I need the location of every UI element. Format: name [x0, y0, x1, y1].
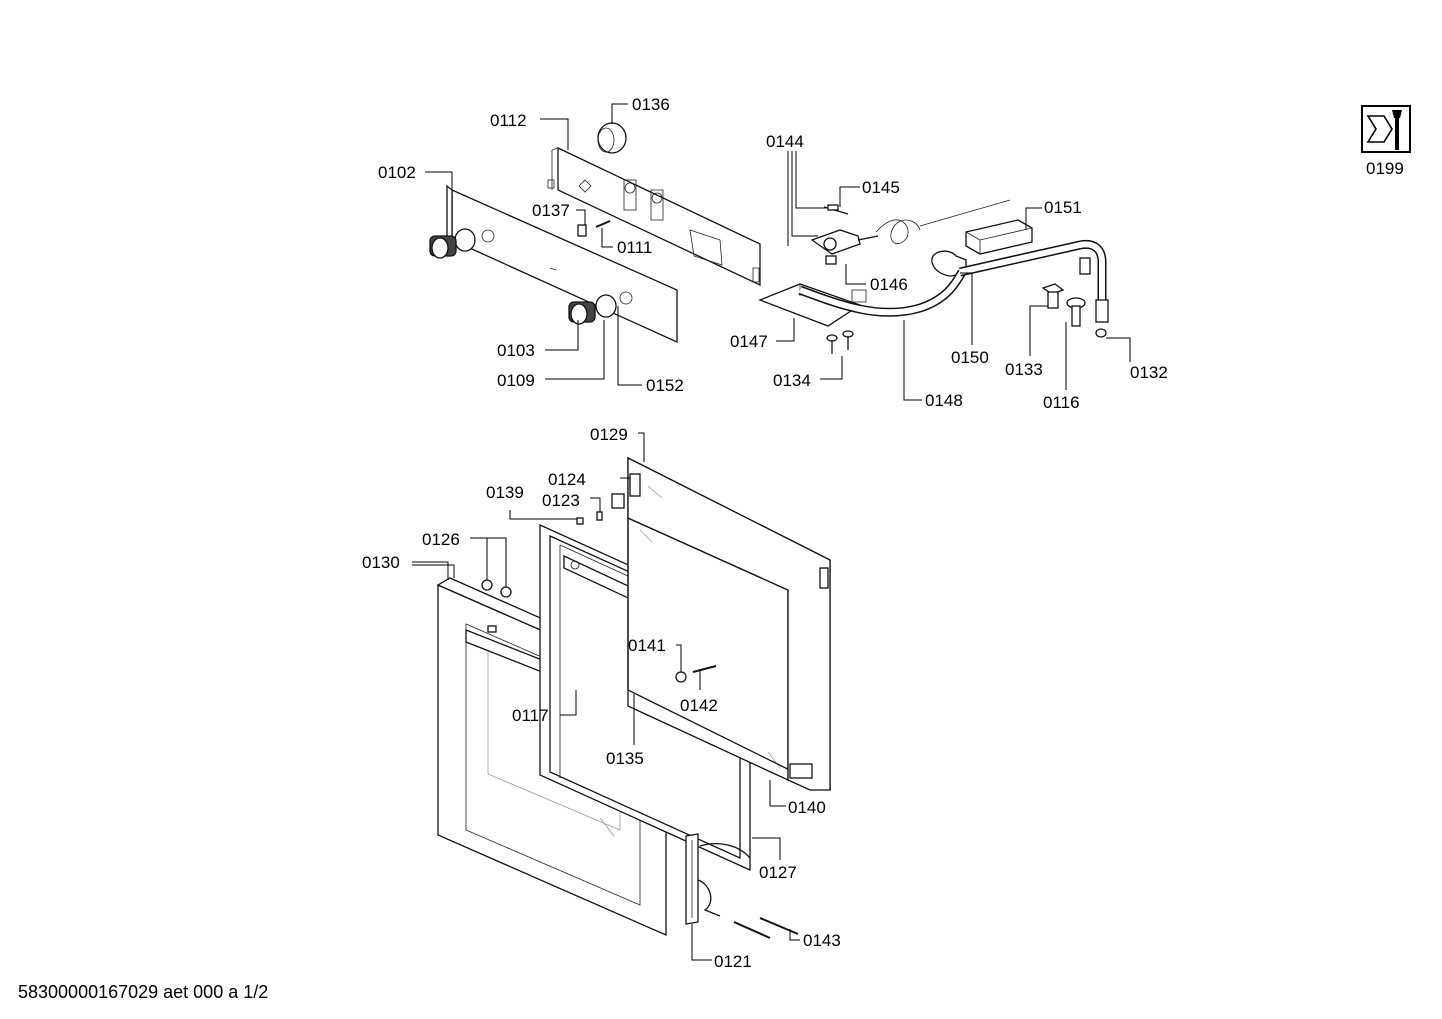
panel-frame-0112	[547, 146, 761, 287]
label-0150: 0150	[951, 348, 989, 367]
label-0152: 0152	[646, 376, 684, 395]
label-0116: 0116	[1043, 393, 1080, 412]
valve-0144	[810, 199, 1011, 255]
label-0139: 0139	[486, 483, 524, 502]
service-kit-icon	[1361, 105, 1411, 153]
screw-0142	[692, 665, 717, 673]
label-0136: 0136	[632, 95, 670, 114]
label-0109: 0109	[497, 371, 535, 390]
clip-0137	[577, 224, 587, 237]
document-footer: 58300000167029 aet 000 a 1/2	[18, 982, 268, 1002]
label-0147: 0147	[730, 332, 768, 351]
leader-lines	[412, 103, 1131, 961]
label-0112: 0112	[490, 111, 527, 130]
label-0133: 0133	[1005, 360, 1043, 379]
label-0126: 0126	[422, 530, 460, 549]
label-0199: 0199	[1366, 159, 1404, 178]
label-0137: 0137	[532, 201, 570, 220]
label-0127: 0127	[759, 863, 797, 882]
label-0124: 0124	[548, 470, 586, 489]
label-0129: 0129	[590, 425, 628, 444]
seal-0132	[1095, 328, 1107, 338]
label-0121: 0121	[714, 952, 752, 971]
label-0132: 0132	[1130, 363, 1168, 382]
nut-0141	[675, 671, 687, 683]
nozzle-0116	[1066, 297, 1086, 327]
screw-0123	[596, 511, 603, 521]
label-0111: 0111	[617, 238, 652, 257]
screw-0111	[595, 220, 611, 228]
clip-0124	[611, 493, 625, 509]
screw-0134-a	[826, 334, 838, 354]
label-0144: 0144	[766, 132, 804, 151]
label-0102: 0102	[378, 163, 416, 182]
nozzle-0133	[1041, 283, 1065, 309]
label-0145: 0145	[862, 178, 900, 197]
clamp-0150	[931, 250, 967, 277]
label-0146: 0146	[870, 275, 908, 294]
label-0130: 0130	[362, 553, 400, 572]
hinge-pin-0143	[733, 917, 799, 939]
knob-0136	[597, 122, 627, 154]
clip-0146	[825, 255, 837, 265]
label-0135: 0135	[606, 749, 644, 768]
part-labels: 0112 0136 0102 0137 0111 0103 0109 0152 …	[362, 95, 1404, 971]
gas-pipe-0148	[798, 239, 1109, 323]
control-knob-0103-left	[429, 228, 476, 259]
thermostat-sensor-0145	[823, 204, 849, 215]
label-0148: 0148	[925, 391, 963, 410]
box-0151	[965, 219, 1033, 255]
control-panel-0102	[446, 184, 678, 344]
label-0142: 0142	[680, 696, 718, 715]
label-0103: 0103	[497, 341, 535, 360]
label-0151: 0151	[1044, 198, 1082, 217]
label-0134: 0134	[773, 371, 811, 390]
label-0123: 0123	[542, 491, 580, 510]
label-0117: 0117	[512, 706, 549, 725]
control-knob-0103	[568, 294, 617, 325]
label-0141: 0141	[628, 636, 666, 655]
screw-0134-b	[842, 330, 854, 350]
label-0143: 0143	[803, 931, 841, 950]
screw-0139	[576, 517, 584, 525]
inner-glass-0129	[627, 456, 831, 792]
label-0140: 0140	[788, 798, 826, 817]
hinge-0121	[685, 833, 751, 925]
